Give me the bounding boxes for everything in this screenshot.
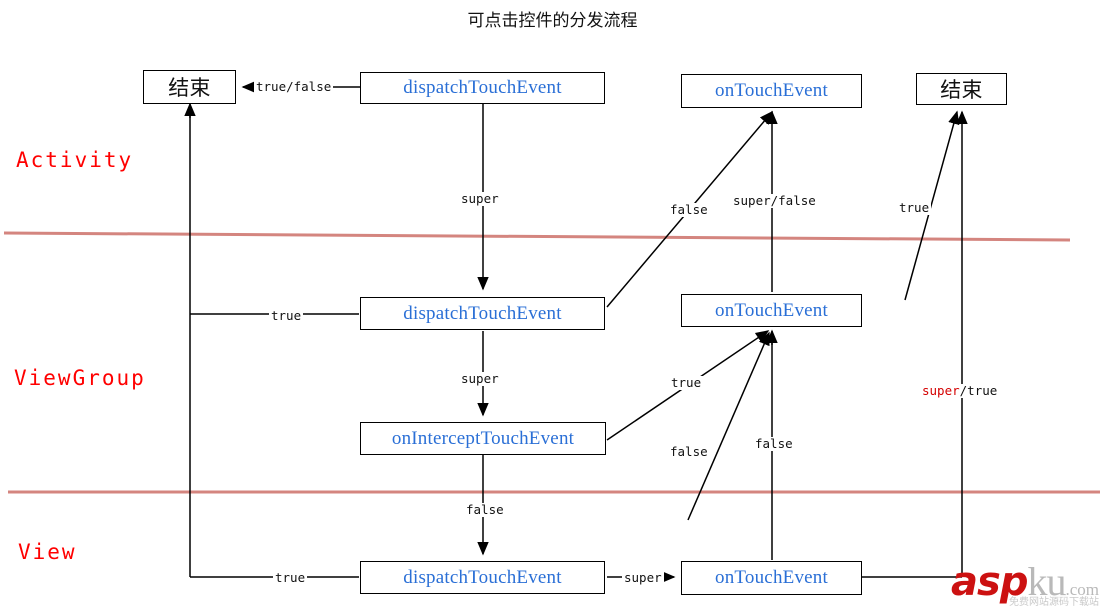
node-activity-end-left[interactable]: 结束 — [143, 70, 236, 104]
edge-label-view-dispatch-true: true — [273, 570, 308, 585]
watermark-brand-gray: ku — [1027, 559, 1066, 604]
lane-divider-activity-viewgroup — [3, 231, 1071, 242]
watermark-tld: .com — [1065, 580, 1099, 599]
node-activity-dispatch-touch-event[interactable]: dispatchTouchEvent — [360, 72, 605, 104]
node-activity-on-touch-event[interactable]: onTouchEvent — [681, 74, 862, 108]
edge-label-view-dispatch-super: super — [622, 570, 664, 585]
edge-label-act-dispatch-to-end: true/false — [254, 79, 334, 94]
edge-label-vg-dispatch-false-up: false — [668, 202, 710, 217]
edge-label-vg-dispatch-true: true — [269, 308, 304, 323]
edge-label-act-dispatch-super: super — [459, 191, 501, 206]
node-view-on-touch-event[interactable]: onTouchEvent — [681, 561, 862, 595]
lane-label-viewgroup: ViewGroup — [14, 366, 146, 390]
edge-label-view-dispatch-false-up: false — [668, 444, 710, 459]
edge-view-dispatch-false-up — [687, 331, 770, 521]
watermark-subtitle: 免费网站源码下载站 — [1009, 597, 1099, 608]
edge-label-vg-intercept-false: false — [464, 502, 506, 517]
node-viewgroup-on-touch-event[interactable]: onTouchEvent — [681, 294, 862, 327]
edge-label-view-ontouch-false-up: false — [753, 436, 795, 451]
edge-label-vg-ontouch-super-true: super/true — [920, 383, 1000, 398]
edge-label-vg-intercept-true: true — [669, 375, 704, 390]
edge-label-super-token: super — [922, 383, 960, 398]
lane-label-view: View — [18, 540, 77, 564]
edge-label-act-ontouch-super-false: super/false — [731, 193, 818, 208]
node-viewgroup-on-intercept-touch-event[interactable]: onInterceptTouchEvent — [360, 422, 606, 455]
node-viewgroup-dispatch-touch-event[interactable]: dispatchTouchEvent — [360, 297, 605, 330]
node-activity-end-right[interactable]: 结束 — [916, 73, 1007, 105]
watermark-brand-red: asp — [951, 559, 1028, 605]
edge-label-vg-dispatch-super: super — [459, 371, 501, 386]
page-title: 可点击控件的分发流程 — [467, 11, 638, 31]
edge-label-act-end-right-true: true — [897, 200, 932, 215]
edge-label-true-token: /true — [959, 383, 998, 398]
watermark: aspku.com 免费网站源码下载站 — [951, 562, 1099, 608]
lane-label-activity: Activity — [16, 148, 134, 172]
node-view-dispatch-touch-event[interactable]: dispatchTouchEvent — [360, 561, 605, 594]
